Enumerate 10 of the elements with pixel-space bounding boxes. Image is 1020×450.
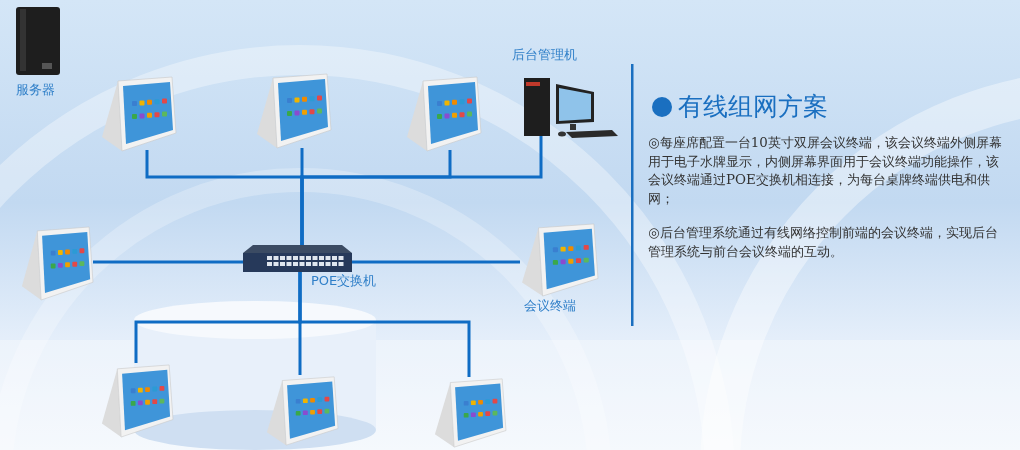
switch-label: POE交换机 xyxy=(311,272,377,290)
description-paragraph: ◎后台管理系统通过有线网络控制前端的会议终端，实现后台管理系统与前台会议终端的互动。 xyxy=(648,224,999,261)
network-cable xyxy=(352,260,520,264)
server-label: 服务器 xyxy=(16,81,55,99)
network-cable xyxy=(298,272,471,377)
description-paragraph: ◎每座席配置一台10英寸双屏会议终端，该会议终端外侧屏幕用于电子水牌显示，内侧屏幕界面用于会议终端功能操作，该会议终端通过POE交换机相连接，为每台桌牌终端供电和供网； xyxy=(648,134,1003,208)
network-cable xyxy=(93,260,243,264)
terminal-label: 会议终端 xyxy=(524,297,576,315)
computer-label: 后台管理机 xyxy=(512,46,577,64)
title: 有线组网方案 xyxy=(678,91,828,123)
